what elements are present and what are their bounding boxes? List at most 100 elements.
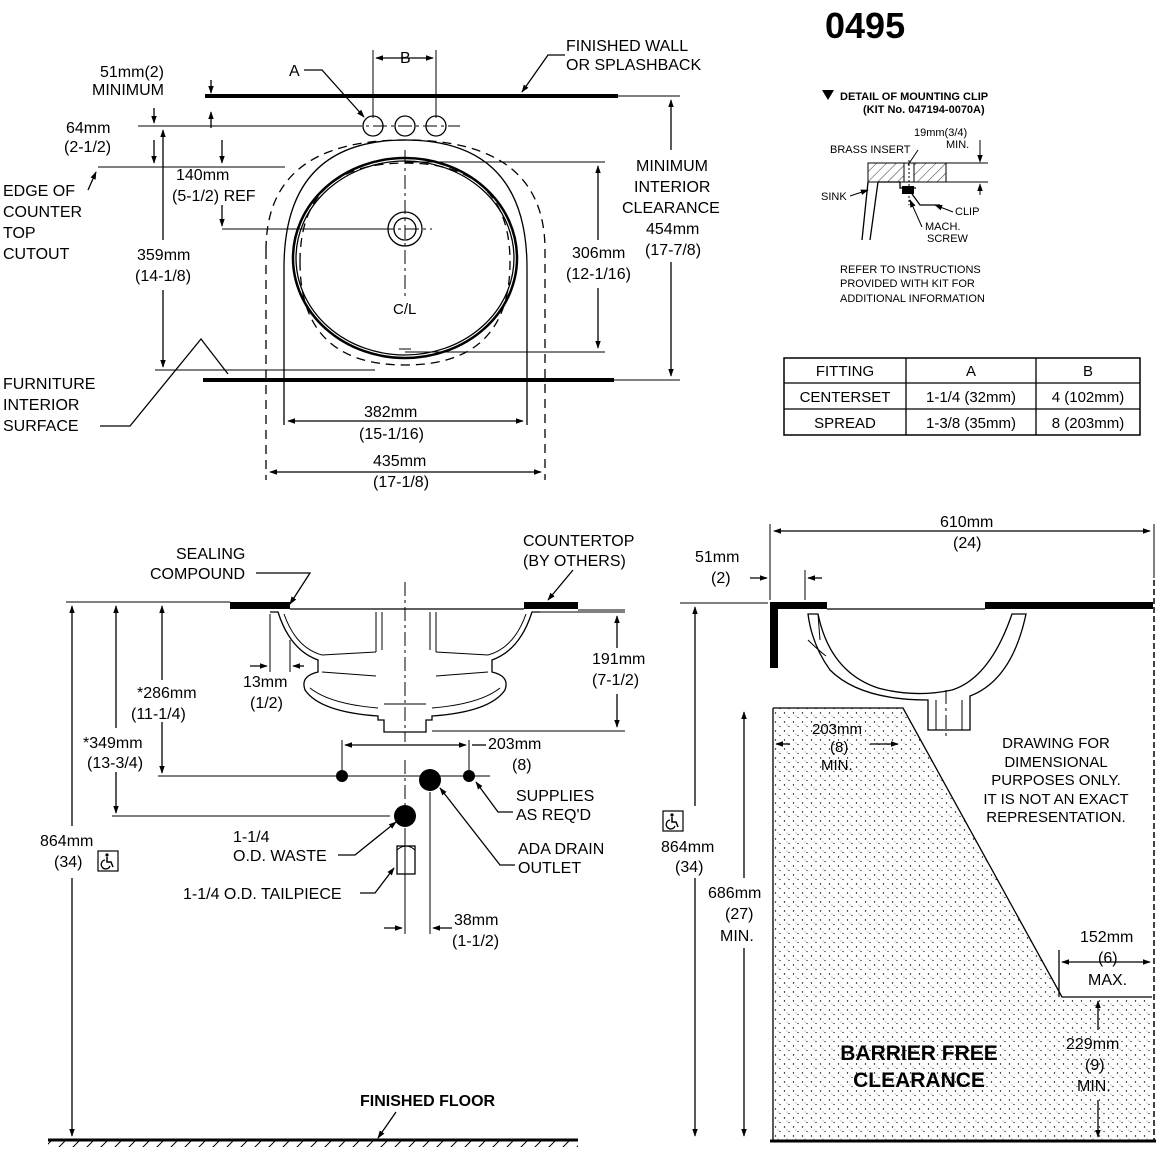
table-cell: 1-1/4 (32mm) xyxy=(926,389,1016,406)
dim-229-1: 229mm xyxy=(1066,1036,1119,1053)
min-interior-1: MINIMUM xyxy=(636,158,708,175)
dim-191-1: 191mm xyxy=(592,651,645,668)
front-view: SEALING COMPOUND COUNTERTOP (BY OTHERS) … xyxy=(40,533,645,1147)
screw-label-1: MACH. xyxy=(925,221,960,233)
dim-286-1: *286mm xyxy=(137,685,197,702)
supplies-2: AS REQ'D xyxy=(516,807,591,824)
dim-229-3: MIN. xyxy=(1077,1078,1111,1095)
dim-382-1: 382mm xyxy=(364,404,417,421)
dim-51-side-1: 51mm xyxy=(695,549,739,566)
dim-610-2: (24) xyxy=(953,535,981,552)
dim-864-side-1: 864mm xyxy=(661,839,714,856)
clip-note-3: ADDITIONAL INFORMATION xyxy=(840,293,985,305)
dim-51-side-2: (2) xyxy=(711,570,731,587)
side-note-2: DIMENSIONAL xyxy=(1004,754,1107,771)
table-cell: 4 (102mm) xyxy=(1052,389,1125,406)
dim-51-min-1: 51mm(2) xyxy=(100,64,164,81)
dim-152-3: MAX. xyxy=(1088,972,1127,989)
dim-152-1: 152mm xyxy=(1080,929,1133,946)
dim-229-2: (9) xyxy=(1085,1057,1105,1074)
side-note-3: PURPOSES ONLY. xyxy=(991,772,1121,789)
finished-wall-label-1: FINISHED WALL xyxy=(566,38,688,55)
dim-13-2: (1/2) xyxy=(250,695,283,712)
dim-191-2: (7-1/2) xyxy=(592,672,639,689)
sealing-2: COMPOUND xyxy=(150,566,245,583)
dim-864-front-1: 864mm xyxy=(40,833,93,850)
wheelchair-icon xyxy=(662,810,684,832)
sealing-1: SEALING xyxy=(176,546,245,563)
dim-203-front-2: (8) xyxy=(512,757,532,774)
clip-note-2: PROVIDED WITH KIT FOR xyxy=(840,278,975,290)
barrier-free-1: BARRIER FREE xyxy=(840,1042,998,1065)
top-view: FINISHED WALL OR SPLASHBACK B A 51mm(2) … xyxy=(3,38,720,491)
dim-306-1: 306mm xyxy=(572,245,625,262)
min-interior-2: INTERIOR xyxy=(634,179,710,196)
side-note-1: DRAWING FOR xyxy=(1002,735,1110,752)
dim-64-1: 64mm xyxy=(66,120,110,137)
furniture-2: INTERIOR xyxy=(3,397,79,414)
tailpiece-label: 1-1/4 O.D. TAILPIECE xyxy=(183,886,342,903)
clip-min-1: 19mm(3/4) xyxy=(914,127,967,139)
dim-686-2: (27) xyxy=(725,906,753,923)
waste-2: O.D. WASTE xyxy=(233,848,327,865)
side-note-4: IT IS NOT AN EXACT xyxy=(983,791,1128,808)
min-interior-5: (17-7/8) xyxy=(645,242,701,259)
model-number: 0495 xyxy=(825,5,905,46)
dim-610-1: 610mm xyxy=(940,514,993,531)
dim-686-3: MIN. xyxy=(720,928,754,945)
table-cell: CENTERSET xyxy=(800,389,891,406)
centerline-label: C/L xyxy=(393,301,416,318)
table-cell: 8 (203mm) xyxy=(1052,415,1125,432)
dim-349-1: *349mm xyxy=(83,735,143,752)
countertop-1: COUNTERTOP xyxy=(523,533,634,550)
dim-435-2: (17-1/8) xyxy=(373,474,429,491)
dim-51-min-2: MINIMUM xyxy=(92,82,164,99)
label-b: B xyxy=(400,50,411,67)
clip-min-2: MIN. xyxy=(946,139,969,151)
dim-686-1: 686mm xyxy=(708,885,761,902)
dim-203-front-1: 203mm xyxy=(488,736,541,753)
dim-203-side-2: (8) xyxy=(830,739,848,756)
dim-38-1: 38mm xyxy=(454,912,498,929)
dim-349-2: (13-3/4) xyxy=(87,755,143,772)
clip-title-2: (KIT No. 047194-0070A) xyxy=(863,104,985,116)
edge-cutout-2: COUNTER xyxy=(3,204,82,221)
sink-label: SINK xyxy=(821,191,847,203)
dim-359-1: 359mm xyxy=(137,247,190,264)
dim-359-2: (14-1/8) xyxy=(135,268,191,285)
dim-864-front-2: (34) xyxy=(54,854,82,871)
finished-wall-label-2: OR SPLASHBACK xyxy=(566,57,701,74)
min-interior-3: CLEARANCE xyxy=(622,200,720,217)
dim-140-1: 140mm xyxy=(176,167,229,184)
clip-detail: DETAIL OF MOUNTING CLIP (KIT No. 047194-… xyxy=(821,90,988,305)
dim-38-2: (1-1/2) xyxy=(452,933,499,950)
clip-note-1: REFER TO INSTRUCTIONS xyxy=(840,264,981,276)
wheelchair-icon xyxy=(97,850,119,872)
dim-203-side-3: MIN. xyxy=(821,757,853,774)
table-cell: 1-3/8 (35mm) xyxy=(926,415,1016,432)
table-header-a: A xyxy=(966,363,976,380)
side-view: 610mm (24) 51mm (2) 203mm (8) MIN. DRAWI… xyxy=(661,514,1156,1143)
dim-13-1: 13mm xyxy=(243,674,287,691)
ada-1: ADA DRAIN xyxy=(518,841,604,858)
dim-382-2: (15-1/16) xyxy=(359,426,424,443)
min-interior-4: 454mm xyxy=(646,221,699,238)
edge-cutout-4: CUTOUT xyxy=(3,246,70,263)
clip-title-1: DETAIL OF MOUNTING CLIP xyxy=(840,91,988,103)
countertop-2: (BY OTHERS) xyxy=(523,553,626,570)
waste-1: 1-1/4 xyxy=(233,829,270,846)
dim-286-2: (11-1/4) xyxy=(131,706,186,723)
triangle-down-icon xyxy=(822,90,834,100)
dim-306-2: (12-1/16) xyxy=(566,266,631,283)
table-header-fitting: FITTING xyxy=(816,363,874,380)
dim-864-side-2: (34) xyxy=(675,859,703,876)
fitting-table: FITTING A B CENTERSET 1-1/4 (32mm) 4 (10… xyxy=(783,357,1141,436)
label-a: A xyxy=(289,63,300,80)
brass-insert-label: BRASS INSERT xyxy=(830,144,911,156)
screw-label-2: SCREW xyxy=(927,233,969,245)
furniture-1: FURNITURE xyxy=(3,376,95,393)
edge-cutout-3: TOP xyxy=(3,225,36,242)
clip-label: CLIP xyxy=(955,206,979,218)
edge-cutout-1: EDGE OF xyxy=(3,183,75,200)
